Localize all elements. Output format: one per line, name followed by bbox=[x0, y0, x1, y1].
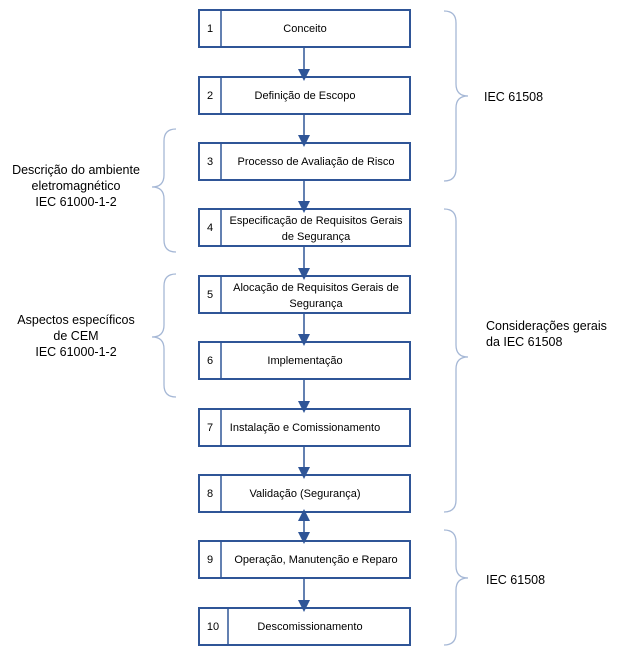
step-label: Alocação de Requisitos Gerais de bbox=[233, 282, 399, 294]
brace-right-bottom bbox=[443, 529, 469, 646]
step-number: 9 bbox=[207, 554, 213, 566]
step-box-4: 4 Especificação de Requisitos Gerais de … bbox=[198, 208, 411, 247]
step-label: Descomissionamento bbox=[257, 621, 362, 633]
step-number: 10 bbox=[207, 621, 219, 633]
brace-left-middle bbox=[151, 273, 177, 398]
step-number: 4 bbox=[207, 222, 213, 234]
step-label: Especificação de Requisitos Gerais bbox=[229, 215, 403, 227]
step-box-3: 3 Processo de Avaliação de Risco bbox=[198, 142, 411, 181]
step-number: 8 bbox=[207, 488, 213, 500]
step-label: Conceito bbox=[283, 23, 326, 35]
step-box-6: 6 Implementação bbox=[198, 341, 411, 380]
step-box-2: 2 Definição de Escopo bbox=[198, 76, 411, 115]
step-box-7: 7 Instalação e Comissionamento bbox=[198, 408, 411, 447]
step-label: Operação, Manutenção e Reparo bbox=[234, 554, 397, 566]
annotation-left-top-line3: IEC 61000-1-2 bbox=[35, 195, 116, 209]
step-box-5: 5 Alocação de Requisitos Gerais de Segur… bbox=[198, 275, 411, 314]
step-label: Definição de Escopo bbox=[255, 90, 356, 102]
step-box-1: 1 Conceito bbox=[198, 9, 411, 48]
annotation-right-middle-line2: da IEC 61508 bbox=[486, 335, 562, 349]
brace-left-top bbox=[151, 128, 177, 253]
step-number: 5 bbox=[207, 289, 213, 301]
step-label: de Segurança bbox=[282, 231, 351, 243]
step-label: Instalação e Comissionamento bbox=[230, 422, 380, 434]
annotation-right-bottom: IEC 61508 bbox=[486, 573, 545, 587]
brace-right-middle bbox=[443, 208, 469, 513]
brace-right-top bbox=[443, 10, 469, 182]
annotation-left-top-line1: Descrição do ambiente bbox=[12, 163, 140, 177]
step-label: Validação (Segurança) bbox=[249, 488, 360, 500]
step-number: 7 bbox=[207, 422, 213, 434]
step-label: Processo de Avaliação de Risco bbox=[238, 156, 395, 168]
annotation-left-middle-line3: IEC 61000-1-2 bbox=[35, 345, 116, 359]
step-label: Segurança bbox=[289, 298, 343, 310]
step-number: 2 bbox=[207, 90, 213, 102]
step-number: 3 bbox=[207, 156, 213, 168]
step-box-8: 8 Validação (Segurança) bbox=[198, 474, 411, 513]
step-number: 1 bbox=[207, 23, 213, 35]
step-box-10: 10 Descomissionamento bbox=[198, 607, 411, 646]
step-box-9: 9 Operação, Manutenção e Reparo bbox=[198, 540, 411, 579]
annotation-left-middle-line2: de CEM bbox=[53, 329, 98, 343]
step-label: Implementação bbox=[267, 355, 342, 367]
annotation-left-top-line2: eletromagnético bbox=[32, 179, 121, 193]
step-number: 6 bbox=[207, 355, 213, 367]
annotation-left-middle-line1: Aspectos específicos bbox=[17, 313, 134, 327]
annotation-right-middle-line1: Considerações gerais bbox=[486, 319, 607, 333]
annotation-right-top: IEC 61508 bbox=[484, 90, 543, 104]
